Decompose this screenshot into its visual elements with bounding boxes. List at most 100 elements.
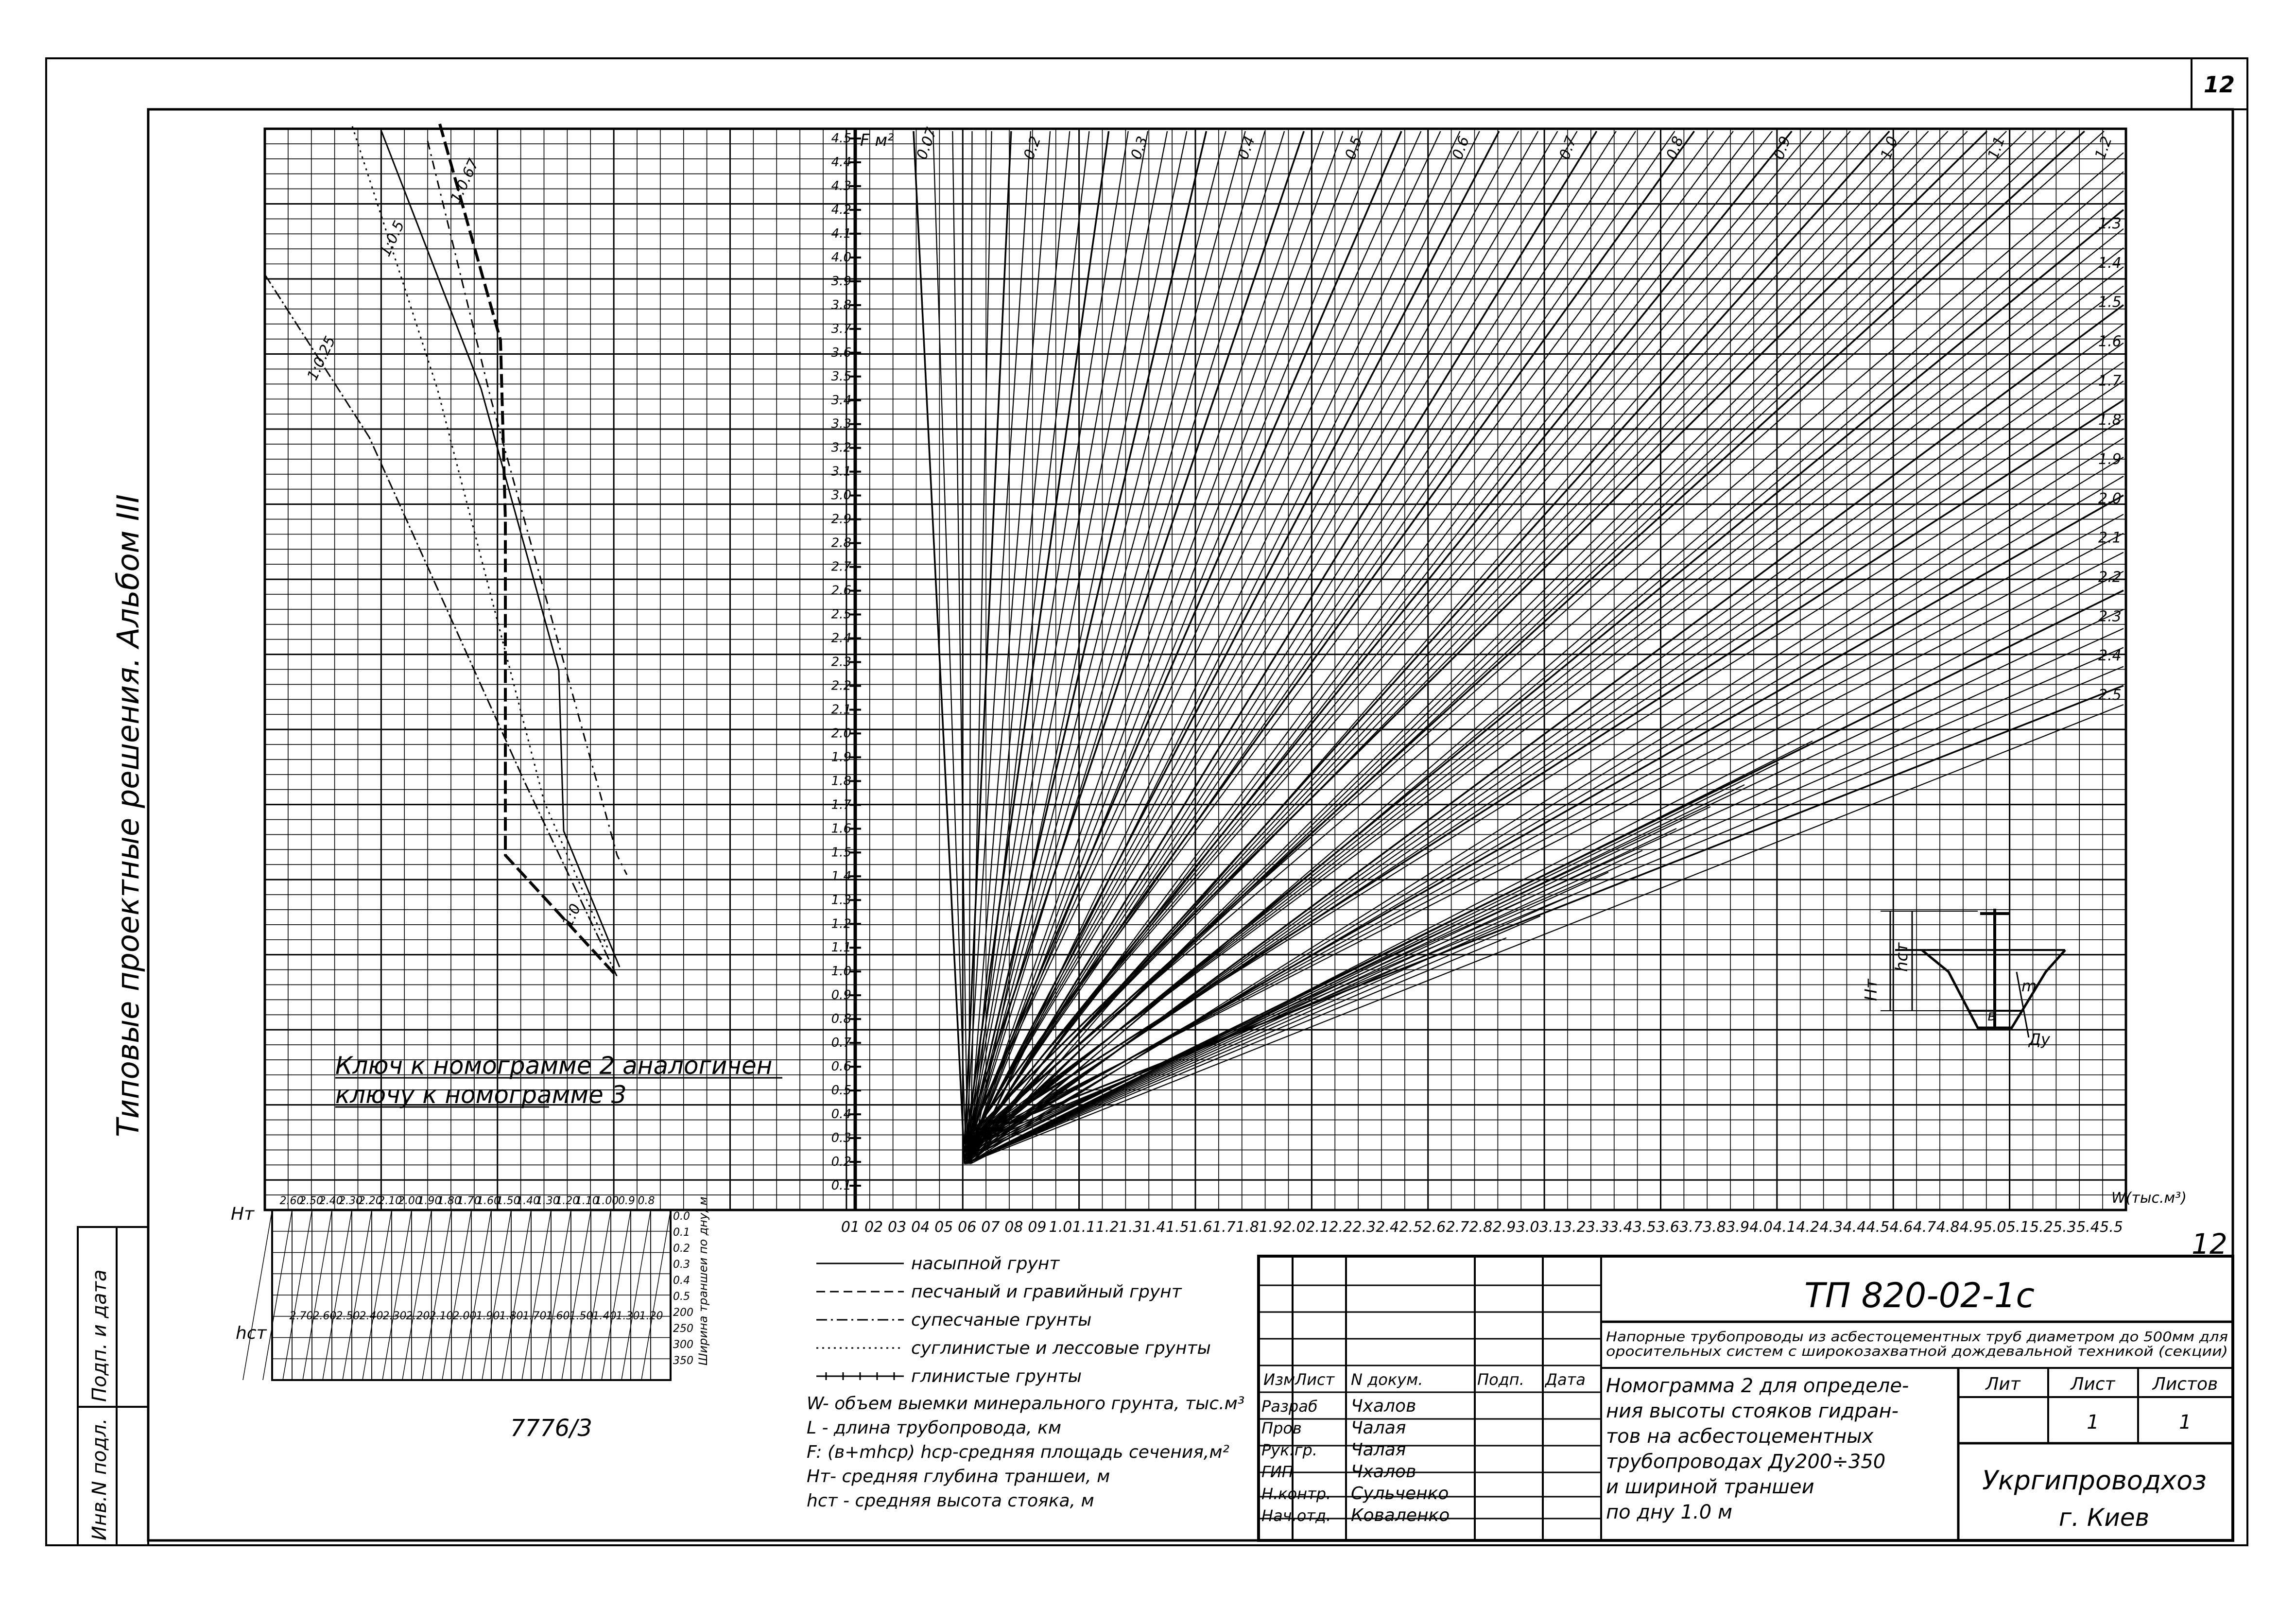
w-tick-label: 5.3	[2053, 1219, 2076, 1236]
f-tick-label: 3.6	[831, 346, 851, 360]
w-tick-label: 2.6	[1423, 1219, 1446, 1236]
w-tick-label: 3.6	[1656, 1219, 1679, 1236]
note-w: W- объем выемки минерального грунта, тыс…	[807, 1394, 1244, 1414]
person-name: Чхалов	[1351, 1396, 1416, 1416]
f-tick-label: 1.5	[831, 845, 851, 860]
legend-item: песчаный и гравийный грунт	[816, 1282, 1182, 1302]
head-col-label: N докум.	[1351, 1370, 1423, 1389]
ht-tick-label: 1.70	[457, 1195, 481, 1207]
legend-label: супесчаные грунты	[911, 1310, 1091, 1330]
f-tick-label: 2.1	[831, 702, 851, 717]
w-tick-label: 3.9	[1726, 1219, 1749, 1236]
trench-section-sketch: Hт hст m в Ду	[1862, 909, 2066, 1049]
hst-tick-label: 1.80	[500, 1310, 523, 1322]
w-tick-label: 5.1	[2006, 1219, 2030, 1236]
person-name: Чалая	[1351, 1418, 1406, 1438]
w-tick-label: 2.2	[1329, 1219, 1352, 1236]
sheet-number: 12	[2204, 71, 2235, 98]
hst-tick-label: 1.70	[523, 1310, 547, 1322]
hst-tick-label: 2.60	[313, 1310, 337, 1322]
sheet-title-line: по дну 1.0 м	[1606, 1501, 1732, 1523]
f-tick-label: 2.3	[831, 655, 851, 670]
w-tick-label: 1.2	[1096, 1219, 1119, 1236]
lit-header: Лит	[1985, 1374, 2020, 1394]
ht-tick-label: 1.50	[497, 1195, 520, 1207]
ht-tick-label: 2.30	[339, 1195, 363, 1207]
width-scale-tick: 0.0	[673, 1210, 690, 1223]
f-tick-label: 1.9	[831, 750, 851, 764]
f-tick-label: 2.2	[831, 678, 851, 693]
person-name: Чхалов	[1351, 1462, 1416, 1482]
depth-scales: 2.602.502.402.302.202.102.001.901.801.70…	[231, 1195, 710, 1381]
f-tick-label: 0.6	[831, 1059, 851, 1074]
ht-tick-label: 2.40	[319, 1195, 343, 1207]
f-tick-label: 0.3	[831, 1131, 851, 1145]
f-tick-label: 3.1	[831, 465, 851, 479]
w-tick-label: 1.1	[1072, 1219, 1096, 1236]
ht-tick-label: 0.8	[638, 1195, 655, 1207]
w-tick-label: 02	[864, 1219, 883, 1236]
legend-label: глинистые грунты	[911, 1366, 1082, 1386]
project-title-line: оросительных систем с широкозахватной до…	[1606, 1343, 2228, 1359]
sheet-title-line: и шириной траншеи	[1606, 1476, 1814, 1498]
ht-tick-label: 2.50	[299, 1195, 323, 1207]
ht-tick-label: 2.10	[378, 1195, 402, 1207]
head-col-label: Дата	[1544, 1370, 1586, 1389]
w-tick-label: 5.5	[2100, 1219, 2123, 1236]
w-tick-label: 2.8	[1469, 1219, 1493, 1236]
f-tick-label: 3.4	[831, 393, 851, 408]
w-tick-label: 3.8	[1703, 1219, 1726, 1236]
f-tick-label: 3.7	[831, 322, 852, 336]
l-right-label: 2.0	[2098, 490, 2122, 507]
width-scale-tick: 200	[673, 1307, 693, 1319]
w-tick-label: 1.0	[1049, 1219, 1072, 1236]
hst-tick-label: 1.20	[639, 1310, 663, 1322]
f-tick-label: 2.4	[831, 631, 851, 646]
width-scale-tick: 0.5	[673, 1291, 690, 1303]
w-tick-label: 08	[1004, 1219, 1023, 1236]
grid-frame	[263, 127, 2127, 1211]
f-tick-label: 4.2	[831, 203, 851, 217]
l-right-label: 2.1	[2098, 530, 2122, 547]
f-tick-label: 2.7	[831, 560, 852, 574]
width-scale-tick: 0.3	[673, 1259, 690, 1271]
role-label: Н.контр.	[1261, 1485, 1331, 1503]
l-right-label: 1.3	[2098, 215, 2122, 232]
hst-tick-label: 1.50	[570, 1310, 593, 1322]
f-tick-label: 3.2	[831, 441, 851, 455]
sheet-title-line: трубопроводах Ду200÷350	[1606, 1451, 1885, 1473]
section-label-m: m	[2021, 977, 2037, 995]
hst-tick-label: 1.90	[476, 1310, 500, 1322]
ht-tick-label: 1.10	[575, 1195, 599, 1207]
w-tick-label: 4.5	[1866, 1219, 1890, 1236]
f-tick-label: 3.3	[831, 417, 851, 432]
stamp-inv-label: Инв.N подл.	[88, 1418, 111, 1540]
f-tick-label: 1.2	[831, 916, 851, 931]
w-tick-label: 1.8	[1236, 1219, 1259, 1236]
w-tick-label: 2.9	[1493, 1219, 1516, 1236]
legend-label: насыпной грунт	[911, 1254, 1060, 1274]
legend-item: насыпной грунт	[816, 1254, 1060, 1274]
ht-tick-label: 1.30	[536, 1195, 560, 1207]
legend: насыпной грунт песчаный и гравийный грунт…	[816, 1254, 1211, 1386]
l-right-label: 2.5	[2098, 687, 2122, 704]
w-tick-label: 04	[911, 1219, 930, 1236]
ht-tick-label: 1.40	[516, 1195, 540, 1207]
f-tick-label: 0.1	[831, 1178, 851, 1193]
w-tick-label: 1.4	[1142, 1219, 1166, 1236]
lit-value: 1	[2087, 1411, 2099, 1434]
hst-tick-label: 1.40	[593, 1310, 617, 1322]
l-line-fan	[913, 130, 2124, 1165]
f-tick-label: 0.7	[831, 1036, 852, 1050]
lit-value: 1	[2179, 1411, 2191, 1434]
l-right-label: 2.3	[2098, 608, 2122, 625]
note-f: F: (в+mhср) hср-средняя площадь сечения,…	[807, 1442, 1229, 1462]
legend-label: суглинистые и лессовые грунты	[911, 1338, 1211, 1358]
sheet-number-box	[2191, 57, 2248, 110]
section-label-hst: hст	[1892, 942, 1912, 972]
f-tick-label: 3.5	[831, 369, 851, 384]
w-tick-label: 2.7	[1446, 1219, 1469, 1236]
w-tick-label: 1.7	[1212, 1219, 1236, 1236]
l-right-label: 2.2	[2098, 569, 2122, 586]
w-tick-label: 4.8	[1936, 1219, 1960, 1236]
